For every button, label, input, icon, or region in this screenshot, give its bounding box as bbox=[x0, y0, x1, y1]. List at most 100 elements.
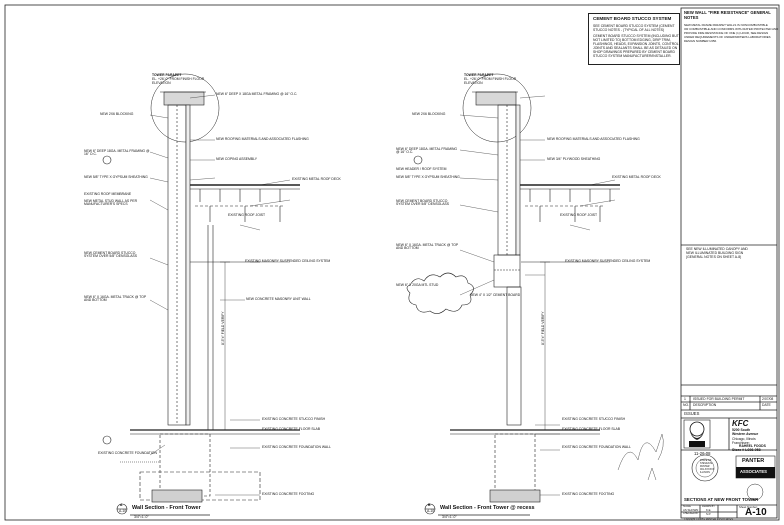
rev-desc: ISSUED FOR BUILDING PERMIT bbox=[693, 397, 745, 401]
callout-line: EL. +26'-0" FROM FINISH FLOOR bbox=[464, 77, 517, 81]
right-note: EXISTING CONCRETE FOOTING bbox=[562, 492, 615, 496]
right-note: EXISTING CONCRETE FLOOR SLAB bbox=[562, 427, 621, 431]
right-note: NEW ROOFING MATERIALS AND ASSOCIATED FLA… bbox=[216, 137, 309, 141]
left-note: NEW 6" DEEP 18GA. METAL FRAMING @ 16" O.… bbox=[84, 149, 150, 157]
left-note: NEW 6" X 16GA. METAL TRACK @ TOP AND BOT… bbox=[84, 295, 147, 303]
seal-line: PANTER bbox=[700, 465, 710, 468]
firm-name-2: ASSOCIATES bbox=[740, 469, 767, 474]
right-note: EXISTING CONCRETE STUCCO FINISH bbox=[262, 417, 326, 421]
store-number: Store # L698-058 bbox=[732, 448, 761, 452]
section-a-scale: 3/4"=1'-0" bbox=[134, 515, 149, 519]
right-note: NEW ROOFING MATERIALS AND ASSOCIATED FLA… bbox=[547, 137, 640, 141]
section-a-height-dim: 8'-5"±" FIELD VERIFY bbox=[221, 311, 225, 345]
right-note: EXISTING CONCRETE FOOTING bbox=[262, 492, 315, 496]
callout-line: ELEVATION bbox=[464, 81, 483, 85]
initials-scribble bbox=[647, 467, 657, 481]
right-note: EXISTING METAL ROOF DECK bbox=[612, 175, 661, 179]
franchisee-label: Franchisee: bbox=[732, 441, 750, 445]
note-line: NOT LIMITED TO) BOTTOM EDGING, DRIP TRIM… bbox=[593, 38, 671, 42]
seal-line: ILLINOIS bbox=[700, 471, 710, 474]
left-note: NEW 6" DEEP 18GA. METAL FRAMING @ 16" O.… bbox=[396, 147, 458, 155]
section-b-marker-letter: B bbox=[428, 503, 431, 507]
titleblock-frame bbox=[680, 7, 778, 519]
rev-header-num: NO. bbox=[683, 403, 690, 407]
right-note: NEW COPING ASSEMBLY bbox=[216, 157, 258, 161]
rev-header-desc: DESCRIPTION bbox=[693, 403, 717, 407]
right-note: EXISTING ROOF JOIST bbox=[228, 213, 266, 217]
firm-name-1: PANTER bbox=[742, 458, 765, 464]
note-line: STUCCO SYSTEM MANUFACTURER/INSTALLER. bbox=[593, 54, 672, 58]
general-note-line: NEW METAL FRAME PARAPET WALLS IS NONCOMB… bbox=[684, 23, 768, 27]
left-note: NEW 5/8" TYPE X GYPSUM SHEATHING bbox=[396, 175, 460, 179]
general-note-line: PROVIDE FIRE RESISTANCE OF ONE (1) HOUR,… bbox=[684, 31, 769, 35]
left-note: NEW 2X6 BLOCKING bbox=[100, 112, 134, 116]
left-note: NEW CEMENT BOARD STUCCO SYSTEM OVER 5/8"… bbox=[84, 251, 138, 259]
section-b-title: Wall Section - Front Tower @ recess bbox=[440, 505, 535, 511]
right-note: EXISTING ROOF JOIST bbox=[560, 213, 598, 217]
section-b-linework bbox=[406, 73, 620, 516]
sheet-number: A-10 bbox=[745, 507, 767, 518]
left-note: NEW 4" X 1/2" CEMENT BOARD bbox=[470, 293, 521, 297]
right-note: EXISTING CONCRETE STUCCO FINISH bbox=[562, 417, 626, 421]
left-note: NEW 5/8" TYPE X GYPSUM SHEATHING bbox=[84, 175, 148, 179]
left-note: NEW 2X6 BLOCKING bbox=[412, 112, 446, 116]
note-line: SEE CEMENT BOARD STUCCO SYSTEM (CEMENT bbox=[593, 24, 675, 28]
general-note-line: UNDER REQUIREMENTS OF UNDERWRITERS LABOR… bbox=[684, 35, 771, 39]
general-note-line: OR COMBUSTIBLE AND CONFORMS WITH RATED P… bbox=[684, 27, 779, 31]
right-note: EXISTING MASONRY SUSPENDED CEILING SYSTE… bbox=[565, 259, 651, 263]
left-note: EXISTING CONCRETE FOUNDATION bbox=[98, 451, 157, 455]
note-line: SEE NEW ILLUMINATED CANOPY AND bbox=[686, 247, 748, 251]
note-line: (GENERAL NOTES ON SHEET A-8) bbox=[686, 255, 742, 259]
left-note: EXISTING ROOF MEMBRANE bbox=[84, 192, 132, 196]
left-note: NEW 6" X 20GA MTL STUD bbox=[396, 283, 439, 287]
rev-num: 1 bbox=[684, 397, 686, 401]
meta-value-scale: AS SHOWN bbox=[683, 508, 699, 512]
sheet-title: SECTIONS AT NEW FRONT TOWER bbox=[684, 497, 759, 502]
note-line: NEW ILLUMINATED BUILDING SIGN bbox=[686, 251, 744, 255]
cement-board-note-box: CEMENT BOARD STUCCO SYSTEM SEE CEMENT BO… bbox=[588, 13, 680, 65]
section-a-title: Wall Section - Front Tower bbox=[132, 505, 201, 511]
section-a-marker-letter: A bbox=[120, 503, 123, 507]
note-line: STUCCO NOTES - (TYPICAL OF ALL NOTES) bbox=[593, 28, 665, 32]
section-b-scale: 3/4"=1'-0" bbox=[442, 515, 457, 519]
right-note: NEW 6" DEEP X 18GA METAL FRAMING @ 16" O… bbox=[216, 92, 298, 96]
kfc-logo: KFC bbox=[732, 419, 749, 428]
section-b-height-dim: 8'-5"±" FIELD VERIFY bbox=[541, 311, 545, 345]
seal-line: STATE OF bbox=[700, 459, 712, 462]
sheet-border bbox=[4, 4, 780, 521]
copyright: Copyright ©2008 • PANTER ASSOCIATES bbox=[684, 518, 734, 521]
meta-label-sheet-number: Sheet Number: bbox=[739, 505, 758, 509]
left-note: NEW METAL STUD WALL AS PER MANUFACTURER'… bbox=[84, 199, 138, 207]
rev-header-date: DATE bbox=[762, 403, 771, 407]
note-line: SHOP DRAWINGS PREPARED BY CEMENT BOARD bbox=[593, 50, 675, 54]
firm-round-seal bbox=[746, 483, 764, 501]
client-address-1: 5200 South bbox=[732, 428, 751, 432]
client-address-2: Western Avenue bbox=[732, 432, 759, 436]
note-line: FLASHINGS, HEADS, EXPANSION JOINTS, CONT… bbox=[593, 42, 679, 46]
right-note: EXISTING CONCRETE FLOOR SLAB bbox=[262, 427, 321, 431]
callout-line: TOWER PARAPET bbox=[152, 73, 182, 77]
callout-line: TOWER PARAPET bbox=[464, 73, 494, 77]
callout-line: EL. +26'-0" FROM FINISH FLOOR bbox=[152, 77, 205, 81]
left-note: NEW CEMENT BOARD STUCCO SYSTEM OVER 5/8"… bbox=[396, 199, 450, 207]
meta-label-scale: SCALE bbox=[683, 505, 691, 508]
section-a-linework bbox=[102, 73, 300, 516]
callout-line: ELEVATION bbox=[152, 81, 171, 85]
general-note-line: DESIGN NUMBER U356. bbox=[684, 39, 717, 43]
meta-value-checked: S.P. bbox=[706, 512, 711, 516]
meta-value-drawn: K.E. bbox=[706, 508, 712, 512]
meta-label-checked: CHECKED BY bbox=[683, 512, 699, 515]
note-line: JOINTS AND SEALANTS SHALL BE AS DETAILED… bbox=[593, 46, 678, 50]
right-note: EXISTING MASONRY SUSPENDED CEILING SYSTE… bbox=[245, 259, 331, 263]
right-note: EXISTING CONCRETE FOUNDATION WALL bbox=[562, 445, 631, 449]
section-a-marker-sheet: A-10 bbox=[119, 509, 127, 513]
stamp-date: 11-26-08 bbox=[694, 451, 711, 456]
meta-label-drawn: DRAWN BY bbox=[702, 505, 715, 508]
right-note: EXISTING METAL ROOF DECK bbox=[292, 177, 341, 181]
franchisee-name: RAHEEL FOODS bbox=[739, 444, 766, 448]
seal-line: 001-XXXXXX bbox=[700, 468, 715, 471]
right-note: NEW 3/4" PLYWOOD SHEATHING bbox=[547, 157, 601, 161]
general-notes-title: NEW WALL "FIRE RESISTANCE" GENERAL NOTES bbox=[684, 10, 771, 20]
